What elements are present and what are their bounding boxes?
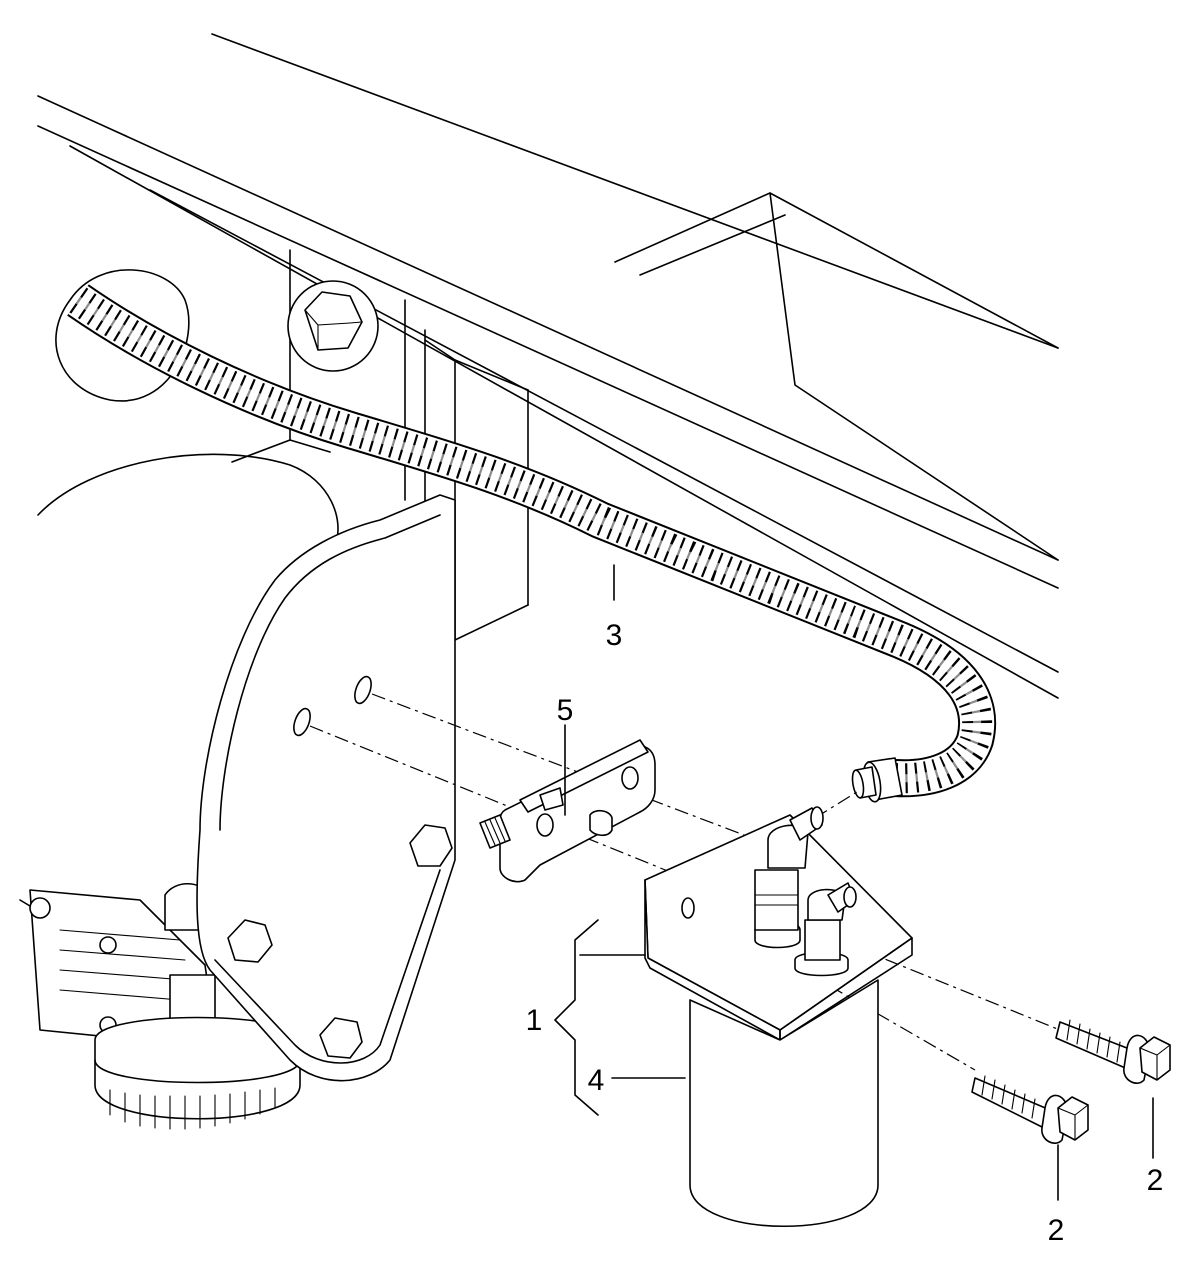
bolt-icon — [1055, 1019, 1171, 1084]
bolt-icon — [971, 1075, 1089, 1144]
callout-2-left: 2 — [1048, 1214, 1065, 1247]
callout-5: 5 — [557, 694, 574, 727]
callout-1: 1 — [526, 1004, 543, 1037]
elbow-fitting-upper — [754, 806, 824, 949]
callout-2-right: 2 — [1147, 1164, 1164, 1197]
callout-4: 4 — [588, 1064, 605, 1097]
component-housing — [19, 439, 339, 1130]
leader-lines — [554, 564, 1154, 1201]
callout-labels: 3 5 1 4 2 2 — [526, 619, 1164, 1247]
callout-3: 3 — [606, 619, 623, 652]
elbow-fitting-lower — [794, 882, 857, 977]
mounting-bracket-plate — [196, 494, 456, 1082]
corrugated-hose — [67, 284, 997, 798]
hose-end-fitting — [851, 757, 903, 803]
filter-canister — [689, 979, 879, 1228]
crossmember-bolt-icon — [287, 280, 379, 372]
clamp-bracket — [479, 739, 656, 883]
